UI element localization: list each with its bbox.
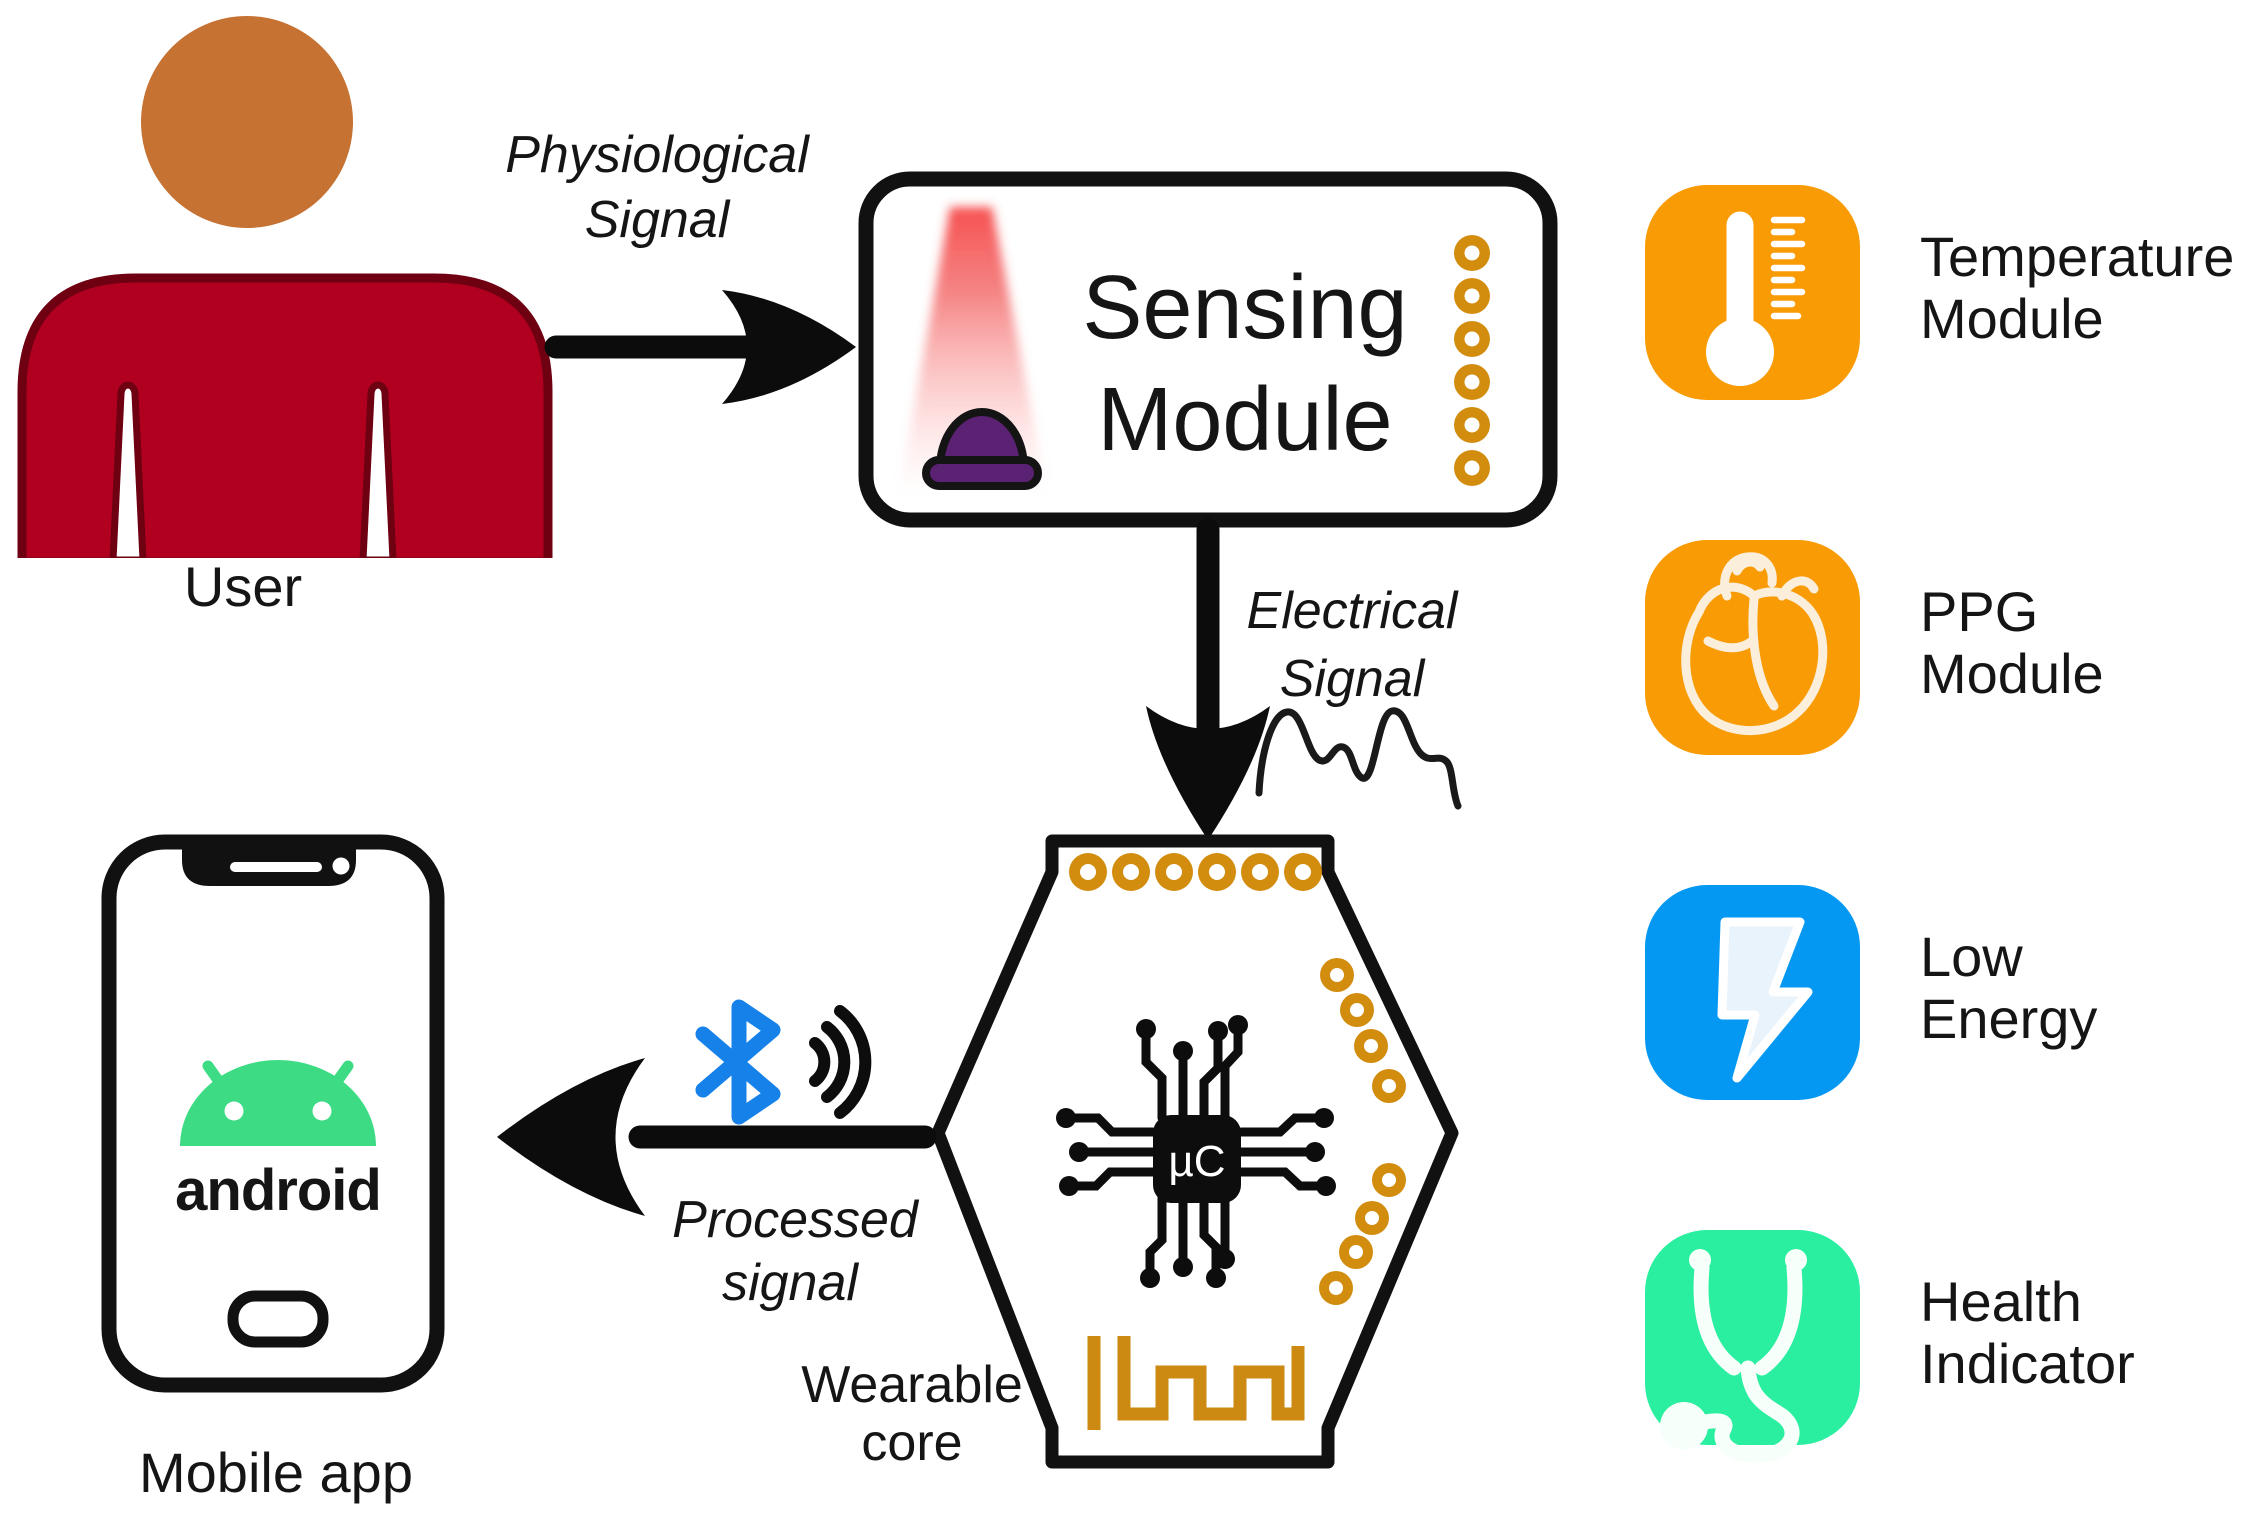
sensing-module-box: Sensing Module (858, 171, 1558, 528)
person-head (141, 16, 353, 228)
wearable-core-board: µC (931, 834, 1459, 1469)
electrical-signal-flow: Electrical Signal (1146, 518, 1462, 840)
smartphone-icon: android (101, 834, 445, 1393)
connector-pads (1454, 235, 1490, 486)
processed-label-line1: Processed (672, 1191, 920, 1249)
wearable-core-label-line2: core (861, 1414, 962, 1472)
wearable-core-label-line1: Wearable (801, 1356, 1023, 1414)
legend-label-line2: Indicator (1920, 1332, 2135, 1395)
arrow-left-icon (497, 1058, 937, 1216)
person-arm-slit (109, 381, 147, 564)
legend-label-line2: Module (1920, 287, 2104, 350)
legend-label-line2: Module (1920, 642, 2104, 705)
led-sensor-icon (922, 408, 1042, 490)
physiological-signal-flow: Physiological Signal (505, 126, 856, 404)
physiological-label-line1: Physiological (505, 126, 810, 184)
arrow-down-icon (1146, 518, 1270, 840)
electrical-label-line1: Electrical (1247, 582, 1459, 640)
digital-signal-trace (1087, 1336, 1305, 1430)
legend-label-line1: PPG (1920, 580, 2038, 643)
bluetooth-icon (695, 999, 781, 1125)
microcontroller-chip-icon: µC (1056, 1015, 1336, 1288)
person-arm-slit (359, 381, 397, 564)
person-icon: User (0, 16, 600, 618)
phone-home-button (227, 1290, 329, 1348)
board-pads-right (1319, 958, 1406, 1305)
android-robot-icon (180, 1060, 376, 1146)
legend-label-line1: Health (1920, 1270, 2082, 1333)
person-body (17, 273, 553, 567)
legend-item-temperature: Temperature Module (1645, 185, 2234, 400)
lightning-bolt-icon (1717, 917, 1813, 1083)
waveform-icon (1255, 707, 1462, 810)
legend: Temperature Module PPG Module Low Energy (1645, 185, 2234, 1463)
anatomical-heart-icon (1681, 552, 1828, 736)
android-wordmark: android (175, 1158, 381, 1223)
legend-label-line1: Low (1920, 925, 2023, 988)
thermometer-icon (1706, 211, 1806, 386)
mobile-app-label: Mobile app (139, 1441, 413, 1504)
legend-label-line1: Temperature (1920, 225, 2234, 288)
electrical-label-line2: Signal (1280, 650, 1426, 708)
board-pads-top (1069, 853, 1322, 891)
led-beam (900, 207, 1046, 487)
processed-signal-flow: Processed signal (497, 999, 937, 1312)
sensing-module-title-line2: Module (1097, 370, 1392, 470)
chip-label: µC (1168, 1137, 1225, 1186)
legend-label-line2: Energy (1920, 987, 2097, 1050)
stethoscope-icon (1660, 1249, 1807, 1463)
sensing-module-title-line1: Sensing (1082, 258, 1407, 358)
legend-item-health: Health Indicator (1645, 1230, 2135, 1463)
arrow-right-icon (544, 290, 856, 404)
user-label: User (184, 555, 302, 618)
processed-label-line2: signal (722, 1254, 859, 1312)
radio-waves-icon (809, 1005, 872, 1119)
physiological-label-line2: Signal (585, 191, 731, 249)
figure-crop (0, 558, 600, 574)
legend-item-low-energy: Low Energy (1645, 885, 2097, 1100)
legend-item-ppg: PPG Module (1645, 540, 2104, 755)
phone-camera (332, 857, 350, 875)
